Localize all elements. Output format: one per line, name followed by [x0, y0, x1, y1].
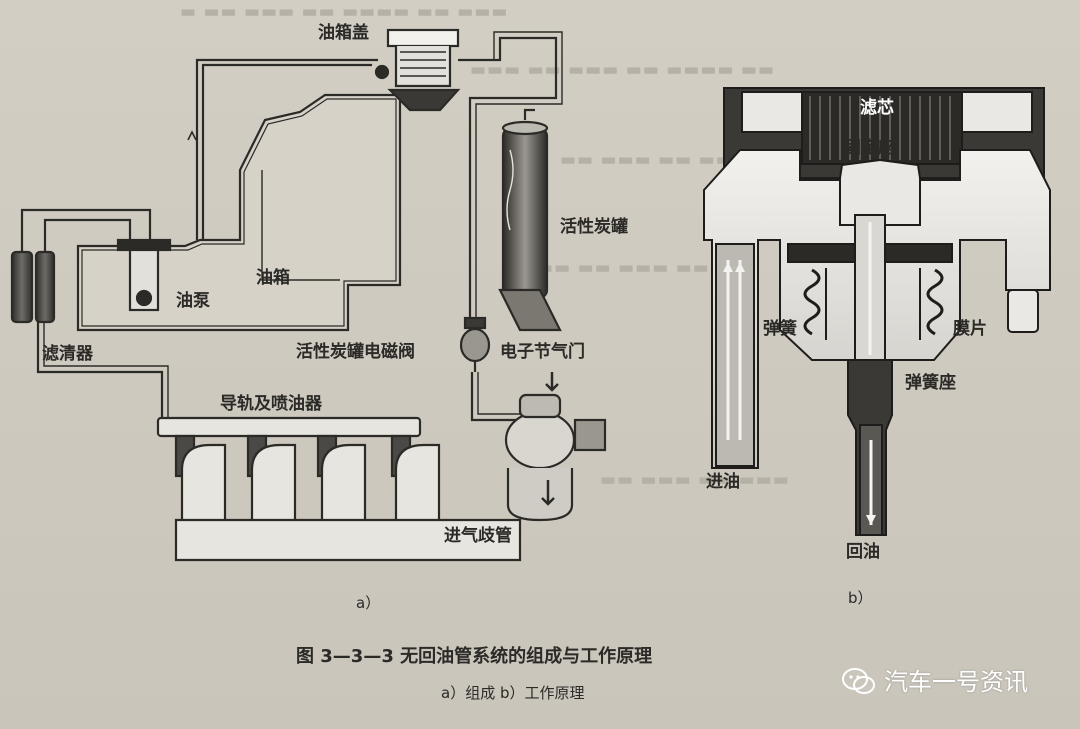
fuel-tank [76, 93, 402, 332]
vapor-line [458, 36, 558, 318]
wechat-icon [842, 668, 876, 696]
diagram-a [10, 28, 607, 562]
label-pump: 油泵 [176, 291, 210, 311]
label-rail: 导轨及喷油器 [220, 394, 322, 414]
fuel-rail [156, 416, 422, 438]
figure-subcaption: a）组成 b）工作原理 [441, 684, 585, 702]
show-through-text: ▬ ▬▬ ▬▬▬ ▬▬ ▬▬▬▬ ▬▬ ▬▬▬ [180, 2, 509, 22]
canister [498, 108, 562, 332]
diagram-b [703, 87, 1051, 536]
label-element: 滤芯 [860, 98, 894, 118]
label-return: 回油 [846, 542, 880, 562]
sublabel-b: b） [848, 589, 873, 607]
figure-caption: 图 3—3—3 无回油管系统的组成与工作原理 [296, 646, 653, 667]
label-seat: 固定座 [844, 138, 895, 158]
label-canister: 活性炭罐 [560, 217, 628, 237]
tank-cap [374, 28, 461, 112]
vent-line [201, 63, 372, 240]
label-tank: 油箱 [256, 268, 290, 288]
label-filter: 滤清器 [42, 344, 93, 364]
label-diaphragm: 膜片 [953, 319, 987, 339]
throttle-body [504, 372, 607, 522]
spring [803, 268, 944, 340]
fixing-seat [839, 158, 921, 226]
label-inlet: 进油 [706, 472, 740, 492]
fuel-filter [10, 208, 152, 324]
canister-bracket [498, 288, 562, 332]
label-manifold: 进气歧管 [444, 526, 512, 546]
label-spring-seat: 弹簧座 [905, 373, 956, 393]
supply-line [36, 322, 164, 418]
solenoid-valve [459, 316, 491, 372]
sublabel-a: a） [356, 594, 381, 612]
intake-manifold [174, 443, 522, 562]
label-spring: 弹簧 [763, 319, 797, 339]
show-through-text: ▬▬ ▬▬▬ ▬▬ ▬▬▬ [600, 470, 790, 490]
show-through-text: ▬▬▬ ▬▬ ▬▬▬ ▬▬ ▬▬▬▬ ▬▬ [470, 60, 776, 80]
label-throttle: 电子节气门 [500, 342, 585, 362]
label-solenoid: 活性炭罐电磁阀 [296, 342, 415, 362]
fuel-pump [116, 238, 172, 312]
show-through-text: ▬▬ ▬▬▬ ▬▬ ▬▬▬ [560, 150, 750, 170]
show-through-text: ▬▬▬ ▬▬ ▬▬▬ ▬▬ [520, 258, 710, 278]
watermark-text: 汽车一号资讯 [884, 668, 1028, 696]
label-tank-cap: 油箱盖 [318, 23, 369, 43]
